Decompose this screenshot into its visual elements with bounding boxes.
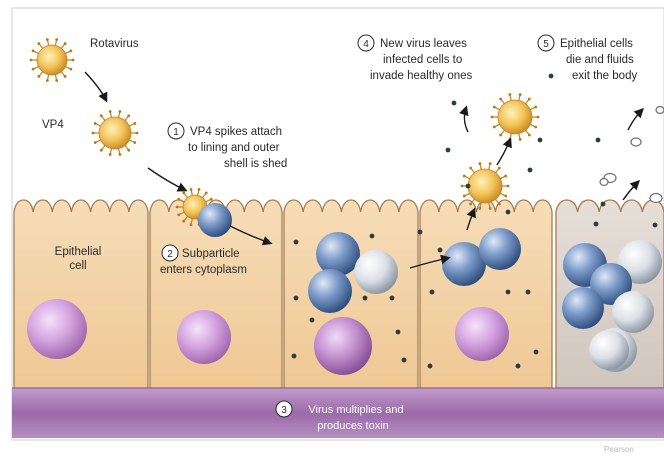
step-4-number: 4 (363, 39, 369, 50)
toxin-dot (390, 296, 395, 301)
nucleus (314, 317, 372, 375)
step-1-text: to lining and outer (188, 142, 280, 154)
step-2-text: enters cytoplasm (160, 264, 247, 276)
subparticle (354, 250, 398, 294)
toxin-dot (601, 202, 606, 207)
epithelial-cell-label-1: Epithelial (55, 246, 102, 258)
step-5-text: exit the body (572, 70, 637, 82)
toxin-dot (506, 210, 511, 215)
step-4-text: invade healthy ones (370, 70, 473, 82)
toxin-dot (402, 358, 407, 363)
subparticle (562, 287, 604, 329)
step-4-text: New virus leaves (380, 38, 467, 50)
toxin-dot (294, 240, 299, 245)
watermark: Pearson (604, 445, 634, 454)
toxin-dot (446, 148, 451, 153)
epithelial-cell-label-2: cell (69, 260, 86, 272)
subparticle (612, 291, 654, 333)
subparticle (198, 203, 232, 237)
epithelial-cell (14, 200, 148, 388)
toxin-dot (534, 350, 539, 355)
toxin-dot (452, 101, 457, 106)
rotavirus-label: Rotavirus (90, 38, 139, 50)
toxin-dot (310, 318, 315, 323)
step-2-text: Subparticle (182, 248, 240, 260)
step-5-number: 5 (543, 39, 549, 50)
toxin-dot (370, 234, 375, 239)
step-5-text: die and fluids (566, 54, 634, 66)
step-3-number: 3 (281, 405, 287, 416)
toxin-dot (428, 364, 433, 369)
toxin-dot (294, 296, 299, 301)
vp4-label: VP4 (42, 119, 64, 131)
toxin-dot (526, 290, 531, 295)
step-2-number: 2 (167, 249, 173, 260)
subparticle (589, 330, 629, 370)
nucleus (27, 299, 87, 359)
step-1-text: VP4 spikes attach (190, 126, 282, 138)
toxin-dot (549, 74, 554, 79)
toxin-dot (292, 354, 297, 359)
step-3-text: Virus multiplies and (308, 404, 403, 416)
step-1-number: 1 (173, 127, 179, 138)
toxin-dot (430, 290, 435, 295)
step-4-text: infected cells to (383, 54, 462, 66)
step-3-text: produces toxin (317, 420, 389, 432)
toxin-dot (528, 168, 533, 173)
toxin-dot (506, 290, 511, 295)
toxin-dot (438, 248, 443, 253)
subparticle (308, 269, 352, 313)
toxin-dot (653, 223, 658, 228)
step-5-text: Epithelial cells (560, 38, 633, 50)
toxin-dot (596, 138, 601, 143)
subparticle (479, 228, 521, 270)
toxin-dot (363, 296, 368, 301)
toxin-dot (466, 184, 471, 189)
toxin-dot (396, 330, 401, 335)
nucleus (455, 307, 509, 361)
toxin-dot (538, 138, 543, 143)
toxin-dot (594, 222, 599, 227)
subparticle (316, 232, 360, 276)
step-1-text: shell is shed (224, 158, 287, 170)
nucleus (177, 310, 231, 364)
toxin-dot (516, 364, 521, 369)
toxin-dot (418, 230, 423, 235)
